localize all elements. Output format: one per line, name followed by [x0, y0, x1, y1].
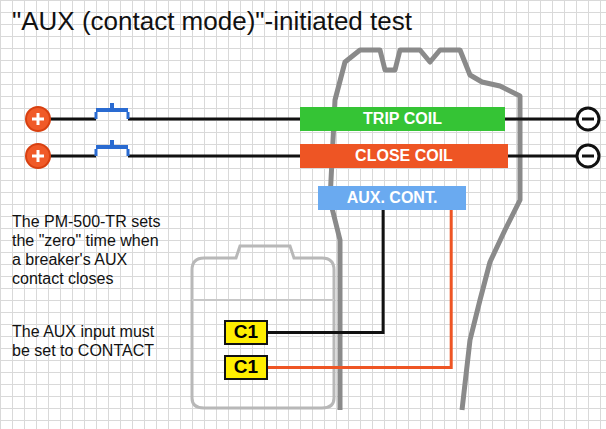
box-label: CLOSE COIL	[355, 147, 453, 165]
case-seam	[192, 299, 334, 301]
wire	[508, 155, 576, 158]
wire	[128, 155, 300, 158]
box-label: TRIP COIL	[363, 110, 442, 128]
plus-terminal	[37, 113, 40, 125]
wire	[505, 118, 576, 121]
wire	[50, 155, 96, 158]
switch-symbol	[127, 112, 130, 119]
minus-terminal	[582, 155, 594, 158]
box-label: AUX. CONT.	[347, 189, 438, 207]
switch-symbol	[127, 149, 130, 156]
box-label: C1	[234, 357, 258, 378]
note-text: The AUX input must be set to CONTACT	[12, 322, 162, 360]
switch-symbol	[110, 103, 114, 112]
case-outline	[192, 246, 334, 408]
signal-wire	[268, 210, 451, 368]
box-label: C1	[234, 322, 258, 343]
minus-terminal	[577, 145, 599, 167]
switch-symbol	[110, 140, 114, 149]
wire	[128, 118, 300, 121]
channel-box: C1	[224, 355, 268, 380]
plus-terminal	[26, 107, 50, 131]
signal-wire	[268, 210, 383, 333]
minus-terminal	[577, 108, 599, 130]
coil-box: CLOSE COIL	[300, 144, 508, 168]
note-text: The PM-500-TR sets the "zero" time when …	[12, 212, 162, 288]
switch-symbol	[95, 149, 98, 156]
minus-terminal	[582, 118, 594, 121]
coil-box: TRIP COIL	[300, 107, 505, 131]
channel-box: C1	[224, 320, 268, 345]
plus-terminal	[37, 150, 40, 162]
switch-symbol	[95, 112, 98, 119]
plus-terminal	[26, 144, 50, 168]
contact-box: AUX. CONT.	[318, 186, 466, 210]
breaker-outline	[330, 50, 520, 410]
title: "AUX (contact mode)"-initiated test	[12, 6, 412, 37]
wire	[50, 118, 96, 121]
